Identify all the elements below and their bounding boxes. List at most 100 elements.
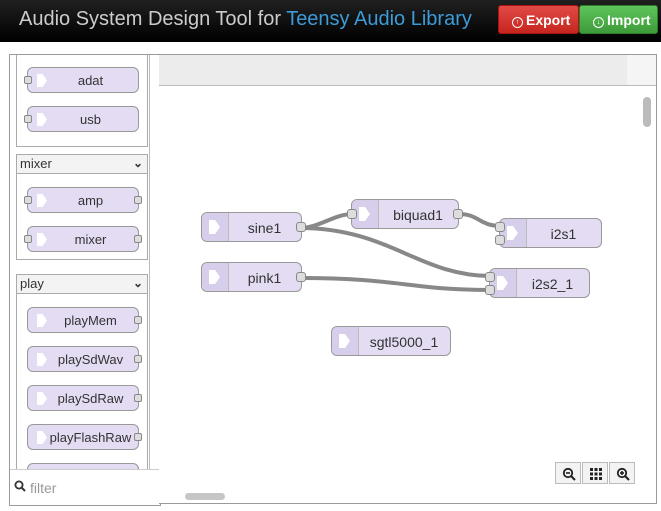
category-header-mixer[interactable]: mixer ⌄ <box>16 154 148 174</box>
search-icon <box>14 480 26 492</box>
node-arrow-icon <box>37 113 47 126</box>
node-label: i2s1 <box>550 226 577 242</box>
canvas-node-i2s1[interactable]: i2s1 <box>495 218 602 248</box>
palette-node-label: usb <box>80 112 101 127</box>
node-arrow-icon <box>37 74 47 87</box>
node-output-port[interactable] <box>296 222 306 232</box>
wire-sine1-i2s2 <box>298 226 493 278</box>
node-arrow-icon <box>209 220 220 234</box>
title-highlight: Teensy Audio Library <box>286 8 472 30</box>
node-arrow-icon <box>339 334 350 348</box>
node-arrow-icon <box>497 276 508 290</box>
app-title: Audio System Design Tool for Teensy Audi… <box>19 8 472 31</box>
node-output-port <box>134 355 142 363</box>
header-spacer <box>0 42 661 54</box>
node-output-port <box>134 433 142 441</box>
node-label: pink1 <box>247 270 282 286</box>
canvas-node-biquad1[interactable]: biquad1 <box>347 199 463 229</box>
node-input-port-right[interactable] <box>495 235 505 245</box>
node-arrow-icon <box>37 431 47 444</box>
export-label: Export <box>526 12 571 28</box>
canvas-node-pink1[interactable]: pink1 <box>201 262 306 292</box>
node-input-port-left[interactable] <box>485 272 495 282</box>
node-output-port[interactable] <box>453 209 463 219</box>
palette-scroll[interactable]: adat usb mixer ⌄ amp mixer play ⌄ <box>10 55 160 469</box>
chevron-down-icon: ⌄ <box>132 276 143 290</box>
workspace-tabs <box>159 55 627 86</box>
palette-node-label: playSdRaw <box>57 391 124 406</box>
workspace: sine1 biquad1 i2s1 pink1 i2s2_1 <box>159 54 657 504</box>
grid-icon <box>590 468 602 480</box>
node-palette: adat usb mixer ⌄ amp mixer play ⌄ <box>9 54 161 506</box>
node-label: sine1 <box>247 220 282 236</box>
import-icon: ↓ <box>593 17 604 28</box>
palette-node-amp[interactable]: amp <box>24 187 142 213</box>
title-prefix: Audio System Design Tool for <box>19 8 287 30</box>
palette-node-playsdwav[interactable]: playSdWav <box>27 346 142 372</box>
node-arrow-icon <box>37 233 47 246</box>
zoom-in-button[interactable] <box>609 462 635 484</box>
palette-node-adat[interactable]: adat <box>24 67 139 93</box>
palette-node-playmem[interactable]: playMem <box>27 307 142 333</box>
node-input-port <box>24 76 32 84</box>
flow-canvas[interactable]: sine1 biquad1 i2s1 pink1 i2s2_1 <box>159 86 639 488</box>
export-icon: ↑ <box>512 17 523 28</box>
filter-input[interactable] <box>28 476 158 500</box>
palette-node-label: playMem <box>64 313 117 328</box>
node-arrow-icon <box>37 194 47 207</box>
node-icon <box>332 327 359 355</box>
export-button[interactable]: ↑Export <box>498 5 579 34</box>
node-input-port[interactable] <box>347 209 357 219</box>
node-icon <box>202 213 229 241</box>
zoom-in-icon <box>616 467 630 481</box>
palette-node-label: playSdWav <box>57 352 124 367</box>
palette-node-usb[interactable]: usb <box>24 106 139 132</box>
node-label: sgtl5000_1 <box>369 334 439 350</box>
category-body-mixer <box>16 174 148 260</box>
node-arrow-icon <box>37 353 47 366</box>
node-output-port[interactable] <box>296 272 306 282</box>
horizontal-scrollbar[interactable] <box>185 493 225 500</box>
node-input-port-right[interactable] <box>485 285 495 295</box>
chevron-down-icon: ⌄ <box>132 156 143 170</box>
category-header-play[interactable]: play ⌄ <box>16 274 148 294</box>
palette-node-partial[interactable] <box>27 463 139 469</box>
vertical-scrollbar[interactable] <box>643 97 651 127</box>
palette-divider <box>149 55 150 469</box>
node-icon <box>202 263 229 291</box>
node-output-port <box>134 196 142 204</box>
app-header: Audio System Design Tool for Teensy Audi… <box>0 0 661 42</box>
node-output-port <box>134 394 142 402</box>
import-label: Import <box>607 12 651 28</box>
category-body-play <box>16 294 148 469</box>
canvas-node-sgtl5000-1[interactable]: sgtl5000_1 <box>331 326 451 356</box>
node-arrow-icon <box>359 207 370 221</box>
category-label: mixer <box>20 156 52 171</box>
palette-node-label: amp <box>77 193 104 208</box>
node-input-port <box>24 235 32 243</box>
palette-node-playflashraw[interactable]: playFlashRaw <box>27 424 142 450</box>
canvas-node-i2s2-1[interactable]: i2s2_1 <box>485 268 590 298</box>
node-label: i2s2_1 <box>531 276 574 292</box>
node-label: biquad1 <box>393 207 443 223</box>
import-button[interactable]: ↓Import <box>579 5 658 34</box>
node-arrow-icon <box>37 392 47 405</box>
palette-node-playsdraw[interactable]: playSdRaw <box>27 385 142 411</box>
zoom-reset-button[interactable] <box>582 462 608 484</box>
node-input-port-left[interactable] <box>495 222 505 232</box>
zoom-out-button[interactable] <box>555 462 581 484</box>
node-input-port <box>24 115 32 123</box>
node-output-port <box>134 316 142 324</box>
node-input-port <box>24 196 32 204</box>
zoom-controls <box>555 462 637 486</box>
canvas-node-sine1[interactable]: sine1 <box>201 212 306 242</box>
wire-pink1-i2s2 <box>299 276 493 292</box>
palette-node-mixer[interactable]: mixer <box>24 226 142 252</box>
palette-node-label: mixer <box>74 232 107 247</box>
node-arrow-icon <box>37 314 47 327</box>
palette-filter <box>10 469 160 505</box>
node-arrow-icon <box>507 226 518 240</box>
node-output-port <box>134 235 142 243</box>
zoom-out-icon <box>562 467 576 481</box>
palette-node-label: adat <box>77 73 104 88</box>
